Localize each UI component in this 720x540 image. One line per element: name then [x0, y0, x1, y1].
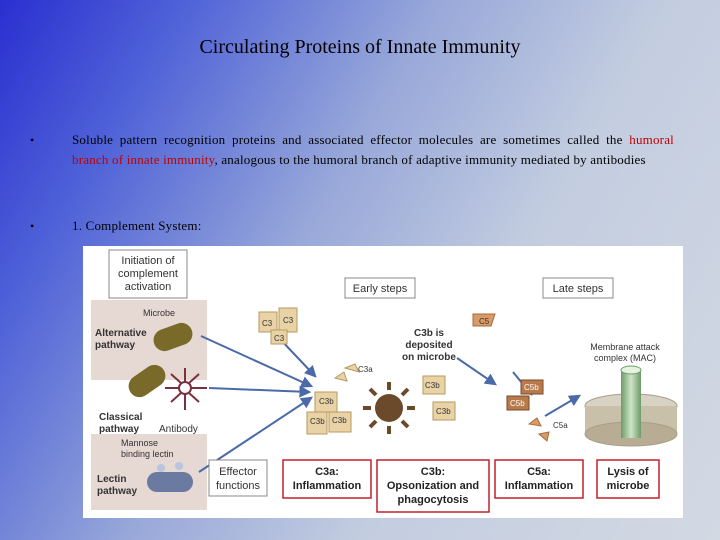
c3a-fragment-icon	[335, 372, 347, 381]
initiation-line-3: activation	[125, 281, 171, 293]
opsonized-microbe-icon	[363, 382, 415, 434]
arrow	[201, 336, 311, 386]
c3b-label: C3b	[425, 381, 440, 390]
c3b-label: C3b	[332, 416, 347, 425]
initiation-line-1: Initiation of	[121, 255, 175, 267]
mac-pore-icon	[585, 366, 677, 446]
c3b-effect-line-2: Opsonization and	[387, 480, 479, 492]
mac-line-1: Membrane attack	[590, 342, 660, 352]
lectin-molecule-icon	[157, 464, 165, 472]
complement-diagram: Initiation of complement activation Earl…	[83, 246, 683, 518]
late-steps-label: Late steps	[553, 283, 604, 295]
early-steps-label: Early steps	[353, 283, 408, 295]
effector-line-2: functions	[216, 480, 261, 492]
c5a-label: C5a	[553, 421, 568, 430]
c5a-effect-line-1: C5a:	[527, 466, 551, 478]
c3b-label: C3b	[319, 397, 334, 406]
effector-line-1: Effector	[219, 466, 257, 478]
lectin-molecule-icon	[175, 462, 183, 470]
lectin-line-1: Lectin	[97, 474, 126, 485]
bullet-1: • Soluble pattern recognition proteins a…	[30, 130, 690, 192]
bullet-1-prefix: Soluble pattern recognition proteins and…	[72, 132, 629, 147]
c3-label: C3	[274, 334, 285, 343]
c5a-fragment-icon	[539, 432, 549, 441]
c5b-label: C5b	[524, 383, 539, 392]
lectin-line-2: pathway	[97, 486, 137, 497]
c3-label: C3	[262, 319, 273, 328]
lectin-microbe-icon	[147, 472, 193, 492]
c3b-deposited-line-1: C3b is	[414, 328, 444, 339]
c3a-label: C3a	[358, 365, 373, 374]
bullet-2: • 1. Complement System:	[30, 216, 690, 238]
c3b-effect-line-3: phagocytosis	[398, 494, 469, 506]
arrow	[209, 388, 309, 392]
c3a-fragment-icon	[345, 364, 359, 372]
c5b-label: C5b	[510, 399, 525, 408]
c3b-label: C3b	[436, 407, 451, 416]
microbe-label: Microbe	[143, 308, 175, 318]
mac-line-2: complex (MAC)	[594, 353, 656, 363]
c3b-effect-line-1: C3b:	[421, 466, 445, 478]
lysis-effect-line-1: Lysis of	[607, 466, 648, 478]
slide-title: Circulating Proteins of Innate Immunity	[0, 36, 720, 59]
bullet-dot: •	[30, 216, 34, 236]
mannose-line-1: Mannose	[121, 438, 158, 448]
c3b-deposited-line-3: on microbe	[402, 352, 456, 363]
classical-line-1: Classical	[99, 412, 143, 423]
bullet-1-suffix: , analogous to the humoral branch of ada…	[214, 152, 645, 167]
c5a-effect-line-2: Inflammation	[505, 480, 574, 492]
mannose-line-2: binding lectin	[121, 449, 174, 459]
c3a-effect-line-2: Inflammation	[293, 480, 362, 492]
antibody-label: Antibody	[159, 424, 198, 435]
c5-label: C5	[479, 317, 490, 326]
alternative-line-2: pathway	[95, 340, 135, 351]
c3b-deposited-line-2: deposited	[405, 340, 452, 351]
arrow	[545, 396, 579, 416]
lysis-effect-line-2: microbe	[607, 480, 650, 492]
bullet-dot: •	[30, 130, 34, 150]
arrow	[457, 358, 495, 384]
bullet-2-text: 1. Complement System:	[72, 216, 674, 236]
initiation-line-2: complement	[118, 268, 178, 280]
c5a-fragment-icon	[529, 418, 541, 426]
classical-line-2: pathway	[99, 424, 139, 435]
c3-label: C3	[283, 316, 294, 325]
c3b-label: C3b	[310, 417, 325, 426]
c3a-effect-line-1: C3a:	[315, 466, 339, 478]
alternative-line-1: Alternative	[95, 328, 147, 339]
bullet-1-text: Soluble pattern recognition proteins and…	[72, 130, 674, 170]
